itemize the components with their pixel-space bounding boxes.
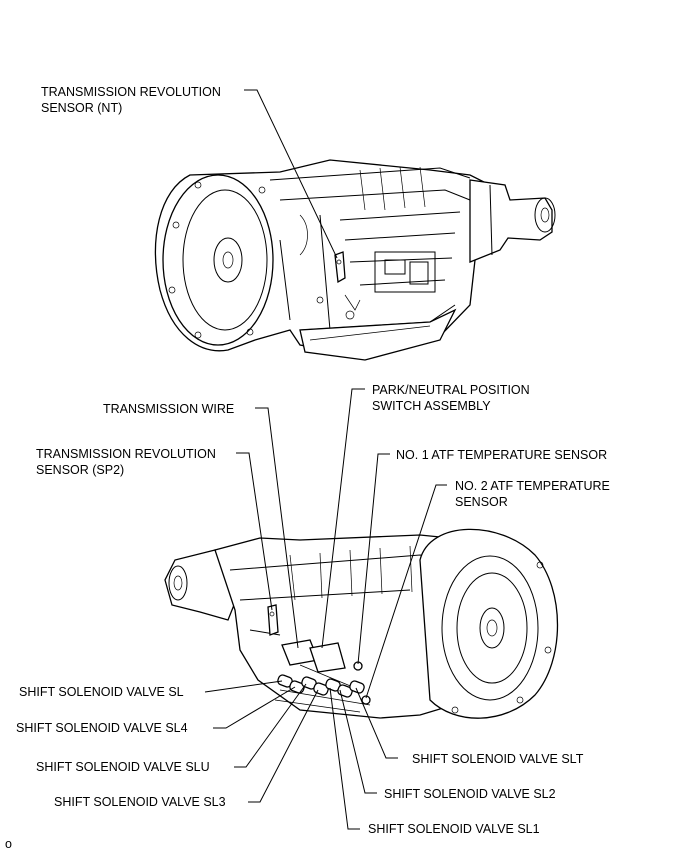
sp2-sensor-label-line1: TRANSMISSION REVOLUTION [36, 447, 216, 461]
atf-temp-sensor-1-label: NO. 1 ATF TEMPERATURE SENSOR [396, 448, 608, 462]
corner-mark: o [5, 837, 12, 851]
nt-sensor-label-line1: TRANSMISSION REVOLUTION [41, 85, 221, 99]
park-neutral-label-line2: SWITCH ASSEMBLY [372, 399, 491, 413]
sp2-sensor-label: TRANSMISSION REVOLUTION SENSOR (SP2) [36, 446, 216, 478]
solenoid-sl2-label: SHIFT SOLENOID VALVE SL2 [384, 787, 556, 801]
solenoid-slu-label: SHIFT SOLENOID VALVE SLU [36, 760, 210, 774]
solenoid-sl4-label: SHIFT SOLENOID VALVE SL4 [16, 721, 188, 735]
transmission-wire-label: TRANSMISSION WIRE [103, 402, 235, 416]
sp2-sensor-label-line2: SENSOR (SP2) [36, 463, 125, 477]
atf-temp-2-label-line2: SENSOR [455, 495, 508, 509]
park-neutral-label-line1: PARK/NEUTRAL POSITION [372, 383, 530, 397]
solenoid-sl-label: SHIFT SOLENOID VALVE SL [19, 685, 184, 699]
solenoid-sl3-label: SHIFT SOLENOID VALVE SL3 [54, 795, 226, 809]
solenoid-slt-label: SHIFT SOLENOID VALVE SLT [412, 752, 584, 766]
atf-temp-sensor-2-label: NO. 2 ATF TEMPERATURE SENSOR [455, 478, 610, 510]
lower-transmission-illustration [164, 528, 559, 719]
upper-transmission-illustration [154, 159, 556, 361]
solenoid-sl1-label: SHIFT SOLENOID VALVE SL1 [368, 822, 540, 836]
leader-lines [204, 89, 447, 830]
park-neutral-switch-label: PARK/NEUTRAL POSITION SWITCH ASSEMBLY [372, 382, 530, 414]
nt-sensor-label-line2: SENSOR (NT) [41, 101, 123, 115]
nt-sensor-label: TRANSMISSION REVOLUTION SENSOR (NT) [41, 84, 221, 116]
atf-temp-2-label-line1: NO. 2 ATF TEMPERATURE [455, 479, 610, 493]
